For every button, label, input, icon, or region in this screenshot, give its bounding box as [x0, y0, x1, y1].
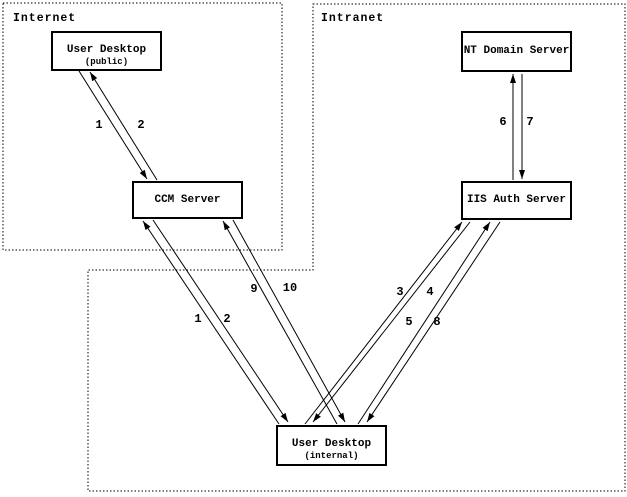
intranet-zone-border	[87, 3, 626, 492]
flow-label-6: 6	[499, 115, 507, 129]
arrow-8-iis-to-internal-desktop	[366, 221, 501, 423]
arrow-10-ccm-to-internal-desktop	[232, 219, 346, 423]
arrow-9-internal-desktop-to-ccm	[222, 220, 338, 425]
arrow-5-internal-desktop-to-iis	[357, 221, 491, 425]
arrow-1-internal-desktop-to-ccm	[142, 220, 280, 425]
flow-label-4: 4	[426, 285, 434, 299]
arrow-3-internal-desktop-to-iis	[304, 221, 463, 425]
intranet-zone-label: Intranet	[321, 12, 385, 25]
flow-label-9: 9	[250, 282, 258, 296]
node-iis-auth-server: IIS Auth Server	[461, 181, 572, 220]
node-subtitle: (public)	[84, 56, 129, 67]
arrow-2-ccm-to-public-desktop	[89, 71, 158, 181]
node-nt-domain-server: NT Domain Server	[461, 31, 572, 72]
flow-label-1-public: 1	[95, 118, 103, 132]
node-user-desktop-internal: User Desktop (internal)	[276, 425, 387, 466]
flow-label-2-public: 2	[137, 118, 145, 132]
node-ccm-server: CCM Server	[132, 181, 243, 219]
flow-label-7: 7	[526, 115, 534, 129]
internet-zone-border	[2, 2, 283, 251]
node-user-desktop-public: User Desktop (public)	[51, 31, 162, 71]
flow-label-3: 3	[396, 285, 404, 299]
flow-label-10: 10	[282, 281, 298, 295]
arrow-4-iis-to-internal-desktop	[312, 221, 471, 423]
node-title: IIS Auth Server	[466, 194, 567, 206]
flow-label-1-internal: 1	[194, 312, 202, 326]
node-title: User Desktop	[291, 438, 372, 450]
flow-label-5: 5	[405, 315, 413, 329]
node-title: CCM Server	[154, 193, 221, 206]
node-title: NT Domain Server	[463, 45, 570, 57]
node-title: User Desktop	[66, 43, 147, 56]
flow-label-2-internal: 2	[223, 312, 231, 326]
node-subtitle: (internal)	[304, 451, 359, 461]
flow-label-8: 8	[433, 315, 441, 329]
internet-zone-label: Internet	[13, 12, 77, 25]
arrow-2-ccm-to-internal-desktop	[152, 219, 289, 423]
arrow-1-public-desktop-to-ccm	[78, 70, 148, 180]
